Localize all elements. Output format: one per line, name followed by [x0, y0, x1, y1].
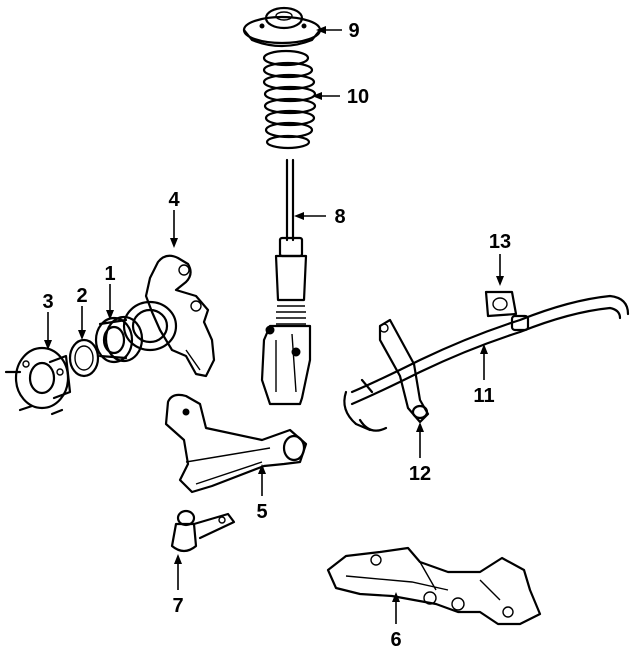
callout-5: 5 [256, 501, 267, 523]
callout-9: 9 [348, 20, 359, 42]
callout-6: 6 [390, 629, 401, 651]
lower-control-arm-part [164, 393, 308, 494]
callout-10: 10 [347, 86, 369, 108]
stabilizer-bar-part [343, 294, 630, 432]
wheel-hub-part [4, 346, 72, 416]
callout-7: 7 [172, 595, 183, 617]
steering-knuckle-part [122, 254, 216, 378]
strut-mount-part [242, 6, 322, 48]
callout-2: 2 [76, 285, 87, 307]
stabilizer-link-part [358, 318, 430, 432]
stabilizer-bushing-part [484, 290, 518, 318]
callout-11: 11 [473, 385, 494, 407]
coil-spring-part [262, 49, 317, 150]
callout-1: 1 [104, 263, 115, 285]
ball-joint-part [170, 509, 236, 553]
callout-3: 3 [42, 291, 53, 313]
callout-leaders [44, 26, 504, 624]
callout-labels: 1 2 3 4 5 6 7 8 9 10 11 12 13 [42, 20, 511, 651]
callout-8: 8 [334, 206, 345, 228]
wheel-bearing-part [94, 315, 144, 364]
callout-12: 12 [409, 463, 431, 485]
crossmember-part [326, 546, 542, 626]
callout-4: 4 [168, 189, 180, 211]
callout-13: 13 [489, 231, 511, 253]
retaining-ring-part [68, 338, 100, 378]
strut-part [260, 158, 312, 406]
